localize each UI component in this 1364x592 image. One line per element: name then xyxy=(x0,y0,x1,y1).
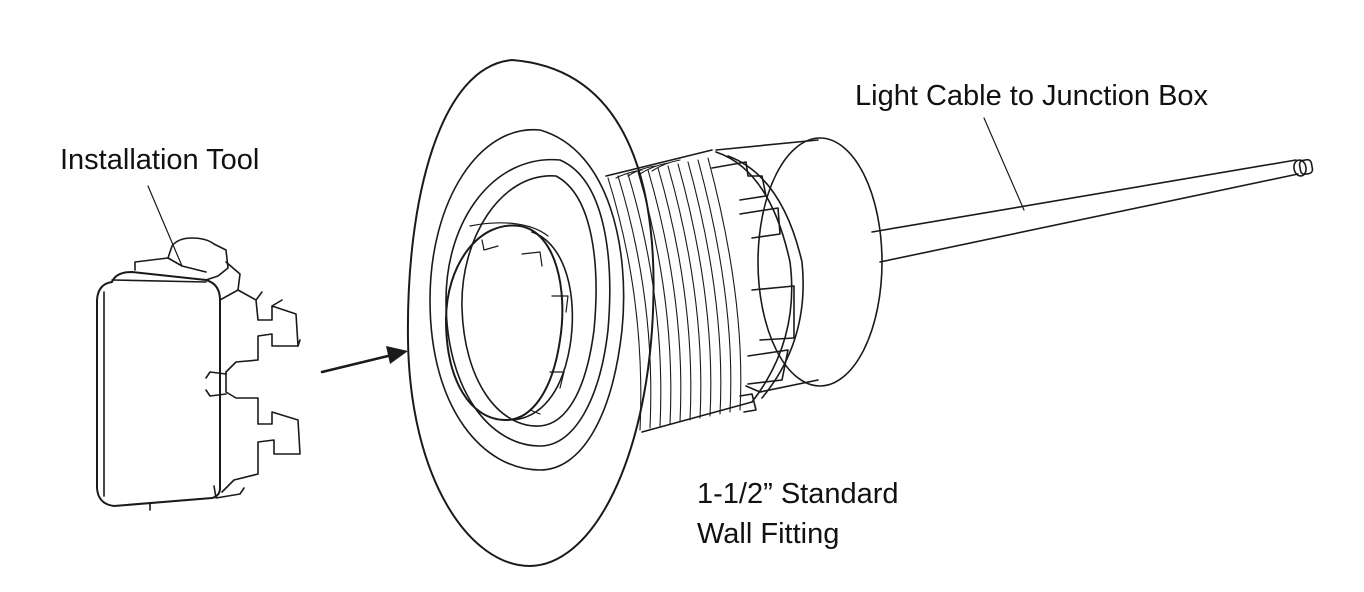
threaded-body xyxy=(605,149,804,433)
wall-fitting-flange xyxy=(406,59,655,567)
installation-tool-label: Installation Tool xyxy=(60,144,260,176)
wall-fitting-label-line1: 1-1/2” Standard xyxy=(697,478,899,510)
installation-tool-leader xyxy=(147,185,183,267)
wall-fitting-label-line2: Wall Fitting xyxy=(697,518,840,550)
installation-tool xyxy=(96,237,301,511)
light-cable-leader xyxy=(983,117,1025,211)
light-cable xyxy=(871,158,1314,263)
light-cable-label: Light Cable to Junction Box xyxy=(855,80,1209,112)
insertion-arrow xyxy=(320,346,408,374)
rear-housing xyxy=(715,137,883,393)
